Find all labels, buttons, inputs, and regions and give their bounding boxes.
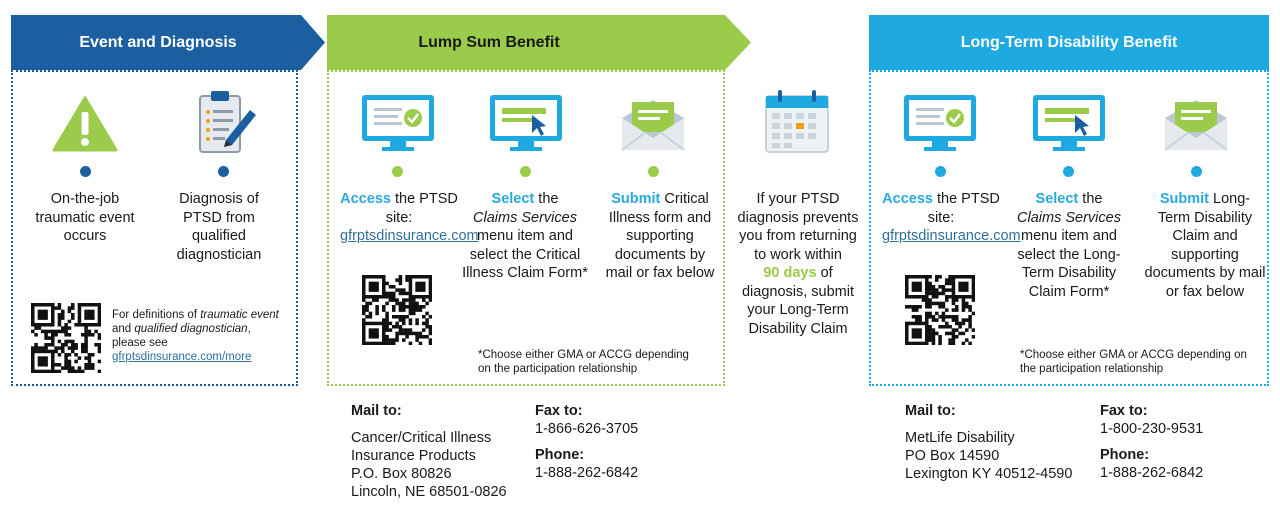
- ci-mail-block: Mail to: Cancer/Critical Illness Insuran…: [351, 403, 507, 500]
- step-dot: [935, 166, 946, 177]
- ltd-timing-text: If your PTSD diagnosis prevents you from…: [737, 191, 859, 337]
- mail-label: Mail to:: [905, 403, 956, 419]
- header-title: Lump Sum Benefit: [418, 33, 560, 51]
- ltd-fax-block: Fax to: 1-800-230-9531 Phone: 1-888-262-…: [1100, 403, 1204, 481]
- fax-number: 1-866-626-3705: [535, 421, 639, 437]
- phone-number: 1-888-262-6842: [535, 465, 639, 481]
- select-step: Select the Claims Services menu item and…: [462, 191, 588, 281]
- definitions-note: For definitions of traumatic event and q…: [112, 309, 279, 363]
- monitor-check-icon: [904, 95, 976, 151]
- footnote: *Choose either GMA or ACCG depending on …: [478, 349, 689, 375]
- select-step: Select the Claims Services menu item and…: [1017, 191, 1121, 300]
- envelope-icon: [621, 100, 685, 151]
- diagnosis-text: Diagnosis of PTSD from qualified diagnos…: [176, 191, 262, 263]
- site-link[interactable]: gfrptsdinsurance.com: [340, 228, 479, 244]
- ltd-header: Long-Term Disability Benefit: [869, 15, 1269, 70]
- step-dot: [648, 166, 659, 177]
- qr-code: [362, 275, 432, 345]
- warning-icon: [52, 96, 118, 152]
- step-dot: [218, 166, 229, 177]
- step-dot: [1191, 166, 1202, 177]
- step-dot: [1063, 166, 1074, 177]
- header-arrow-shape: [327, 15, 751, 70]
- more-info-link[interactable]: gfrptsdinsurance.com/more: [112, 351, 252, 363]
- mail-label: Mail to:: [351, 403, 402, 419]
- site-link[interactable]: gfrptsdinsurance.com: [882, 228, 1021, 244]
- step-dot: [520, 166, 531, 177]
- submit-step: Submit Critical Illness form and support…: [605, 191, 715, 281]
- qr-code: [905, 275, 975, 345]
- event-diagnosis-header: Event and Diagnosis: [11, 15, 325, 70]
- envelope-icon: [1164, 100, 1228, 151]
- step-dot: [392, 166, 403, 177]
- phone-number: 1-888-262-6842: [1100, 465, 1204, 481]
- fax-number: 1-800-230-9531: [1100, 421, 1204, 437]
- calendar-icon: [765, 90, 829, 153]
- qr-code: [31, 303, 101, 373]
- clipboard-icon: [199, 91, 256, 153]
- event-text: On-the-job traumatic event occurs: [35, 191, 135, 244]
- monitor-cursor-icon: [490, 95, 562, 151]
- header-title: Long-Term Disability Benefit: [960, 33, 1178, 51]
- header-arrow-shape: [11, 15, 325, 70]
- lump-sum-box: [327, 70, 725, 386]
- event-diagnosis-box: [11, 70, 298, 386]
- submit-step: Submit Long-Term Disability Claim and su…: [1144, 191, 1266, 300]
- monitor-check-icon: [362, 95, 434, 151]
- ltd-box: [869, 70, 1269, 386]
- access-step: Access the PTSD site: gfrptsdinsurance.c…: [882, 191, 1021, 244]
- ci-fax-block: Fax to: 1-866-626-3705 Phone: 1-888-262-…: [535, 403, 639, 481]
- monitor-cursor-icon: [1033, 95, 1105, 151]
- access-step: Access the PTSD site: gfrptsdinsurance.c…: [340, 191, 479, 244]
- header-title: Event and Diagnosis: [79, 33, 237, 51]
- footnote: *Choose either GMA or ACCG depending on …: [1020, 349, 1247, 375]
- step-dot: [80, 166, 91, 177]
- ltd-mail-block: Mail to: MetLife Disability PO Box 14590…: [905, 403, 1073, 482]
- lump-sum-header: Lump Sum Benefit: [327, 15, 751, 70]
